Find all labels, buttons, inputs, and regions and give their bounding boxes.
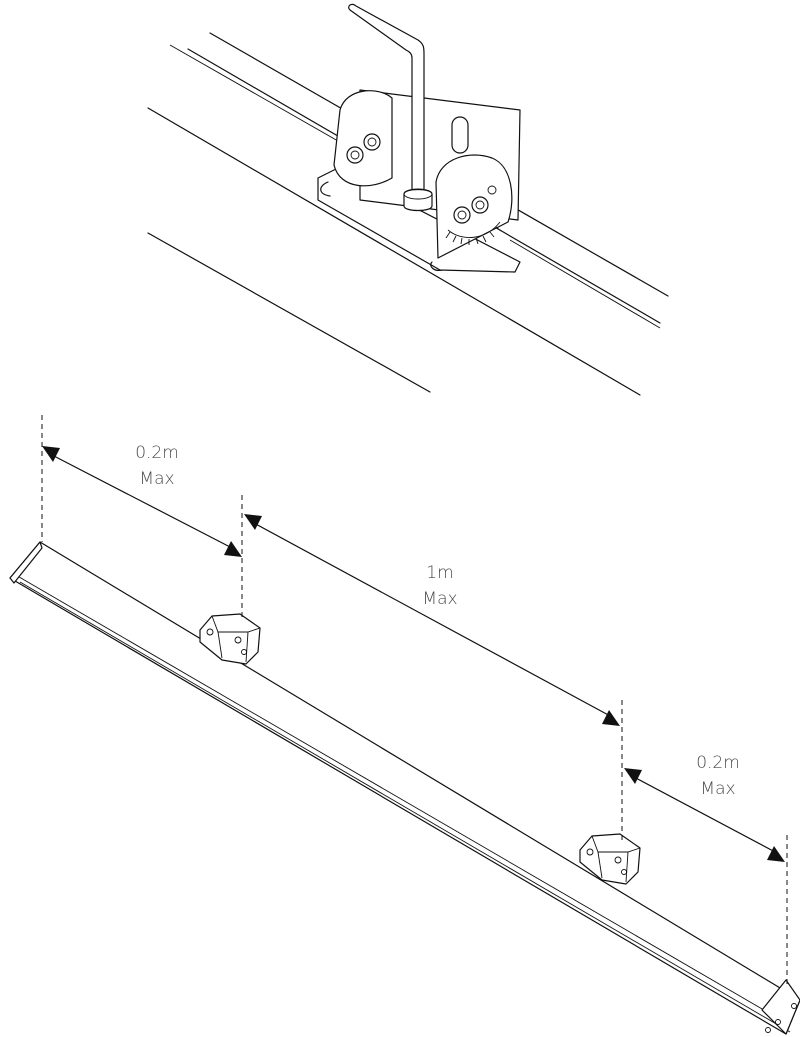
luminaire-end-cap-left — [9, 541, 43, 584]
bracket-base-notch — [320, 181, 331, 197]
mounting-bracket-left — [199, 613, 261, 665]
hex-key-socket — [403, 188, 433, 212]
dimension-label-3: 0.2m Max — [658, 750, 778, 802]
hex-key — [348, 3, 425, 197]
bracket-detail-closeup — [147, 3, 669, 396]
luminaire-edge — [13, 573, 789, 1025]
angle-scale-ticks — [445, 226, 502, 245]
dimension-guides — [41, 415, 788, 985]
bracket-bolt-inner — [367, 137, 377, 147]
bracket-bolt-inner — [350, 150, 360, 160]
arrowhead — [224, 541, 242, 557]
dimension-qualifier: Max — [700, 779, 736, 799]
angle-scale-arc — [447, 221, 501, 238]
channel-edge-line — [147, 232, 431, 393]
arrowhead — [244, 514, 262, 530]
bracket-bolt — [471, 196, 489, 214]
bracket-bolt — [453, 206, 471, 224]
luminaire-edge — [19, 581, 791, 1033]
dimension-line-1 — [51, 454, 233, 549]
dimension-line-2 — [251, 521, 613, 718]
dimension-label-1: 0.2m Max — [97, 440, 217, 492]
hex-key-socket-top — [403, 188, 433, 200]
end-cap-screw — [791, 1003, 797, 1009]
end-cap-screw — [765, 1027, 771, 1033]
bracket-bolt-inner — [475, 200, 485, 210]
dimension-label-2: 1m Max — [380, 560, 500, 612]
luminaire-end-cap-right — [761, 979, 800, 1035]
bracket-slot — [451, 116, 469, 154]
bracket-bolt-inner — [457, 210, 467, 220]
dimension-value: 1m — [426, 563, 454, 583]
dimension-qualifier: Max — [422, 589, 458, 609]
dimension-line-3 — [631, 775, 778, 854]
arrowhead — [602, 710, 620, 726]
mounting-bracket-right — [579, 833, 641, 885]
arrowhead — [624, 768, 642, 784]
bracket-bolt — [346, 146, 364, 164]
dimension-qualifier: Max — [139, 469, 175, 489]
channel-inner-line — [509, 239, 661, 329]
bracket-left-ear — [333, 90, 393, 187]
dimension-value: 0.2m — [135, 443, 179, 463]
bracket-pivot — [487, 185, 497, 195]
bracket-bolt — [363, 133, 381, 151]
channel-edge-line — [147, 107, 641, 396]
bracket-base-notch — [430, 261, 443, 271]
linear-luminaire — [9, 541, 800, 1035]
dimension-value: 0.2m — [696, 753, 740, 773]
arrowhead — [42, 446, 60, 462]
arrowhead — [767, 846, 785, 862]
end-cap-screw — [775, 1019, 781, 1025]
